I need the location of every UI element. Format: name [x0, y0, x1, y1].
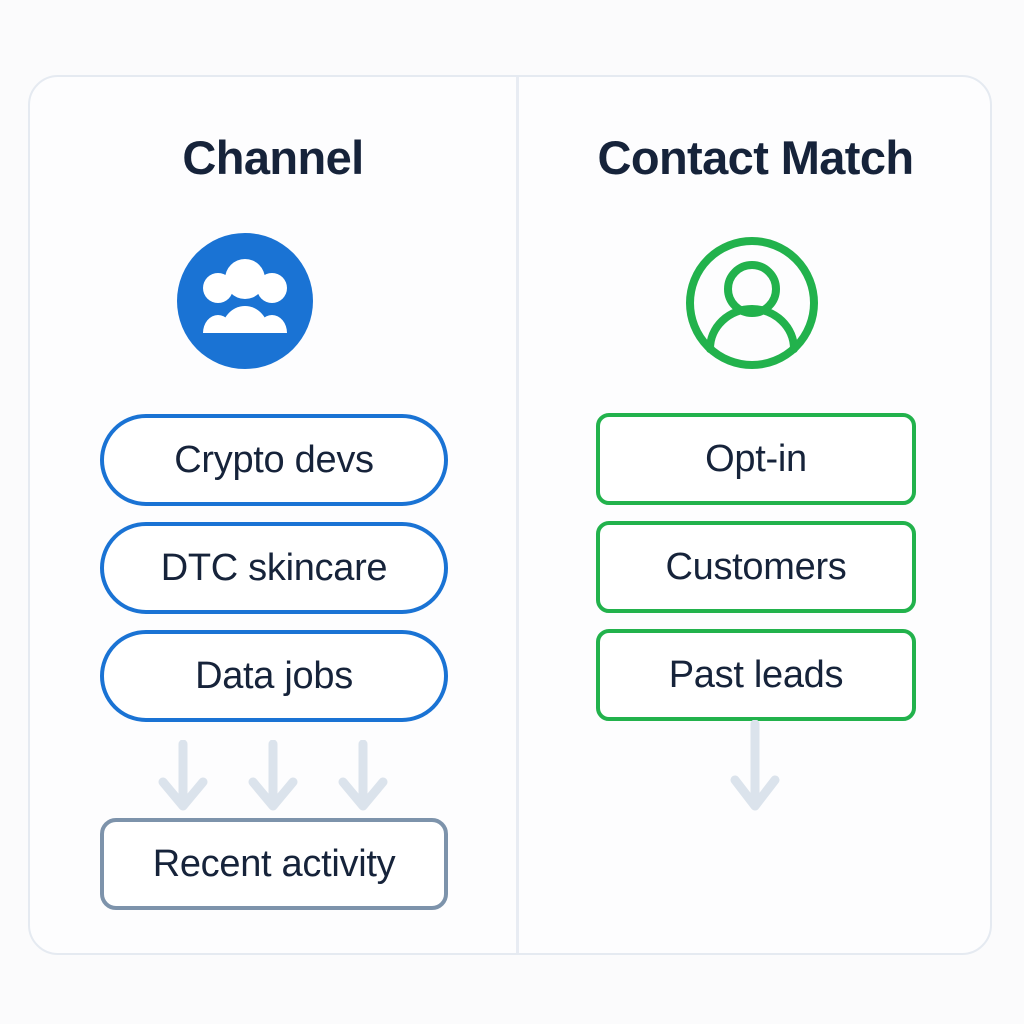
group-people-icon [177, 233, 313, 369]
contact-item-past-leads[interactable]: Past leads [596, 629, 916, 721]
channel-item-crypto-devs[interactable]: Crypto devs [100, 414, 448, 506]
channel-icon-wrap [0, 233, 490, 369]
channel-outcome-recent-activity[interactable]: Recent activity [100, 818, 448, 910]
channel-arrow-row [28, 740, 518, 820]
comparison-card [28, 75, 992, 955]
contact-item-opt-in[interactable]: Opt-in [596, 413, 916, 505]
channel-item-dtc-skincare[interactable]: DTC skincare [100, 522, 448, 614]
column-channel: Channel Crypto devs DTC skincare Data jo… [28, 75, 518, 955]
column-contact-match: Contact Match Opt-in Customers Past lead… [519, 75, 992, 955]
column-divider [516, 77, 519, 953]
channel-item-list: Crypto devs DTC skincare Data jobs [28, 414, 518, 738]
channel-item-data-jobs[interactable]: Data jobs [100, 630, 448, 722]
person-circle-icon [685, 237, 818, 369]
column-title-channel: Channel [182, 131, 364, 184]
down-arrow-icon [730, 720, 780, 811]
down-arrow-icon [338, 740, 388, 811]
column-title-contact-match: Contact Match [597, 131, 915, 184]
contact-item-list: Opt-in Customers Past leads [519, 413, 992, 737]
contact-arrow-row [519, 720, 992, 811]
down-arrow-icon [158, 740, 208, 811]
contact-item-customers[interactable]: Customers [596, 521, 916, 613]
contact-icon-wrap [515, 233, 988, 373]
down-arrow-icon [248, 740, 298, 811]
